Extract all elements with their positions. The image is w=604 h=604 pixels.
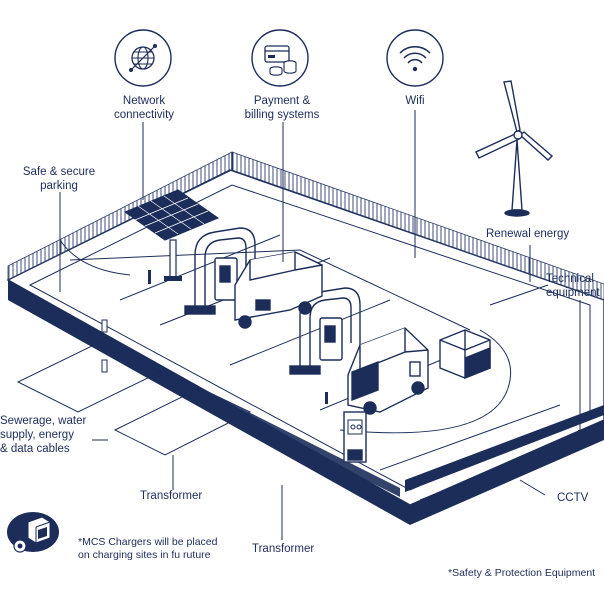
label-cctv: CCTV bbox=[557, 492, 589, 504]
solar-panel bbox=[123, 189, 220, 281]
charger-station-2 bbox=[289, 287, 361, 375]
payment-card-coins-icon bbox=[251, 29, 309, 87]
wind-turbine bbox=[475, 80, 554, 217]
label-sewerage-cables: Sewerage, water supply, energy & data ca… bbox=[0, 415, 87, 455]
label-safety-equipment: *Safety & Protection Equipment bbox=[448, 567, 596, 579]
label-wifi: Wifi bbox=[405, 95, 425, 107]
perimeter-fence bbox=[7, 151, 604, 301]
electric-truck-2 bbox=[347, 327, 429, 415]
label-network-connectivity: Network connectivity bbox=[113, 95, 175, 121]
charger-station-1 bbox=[184, 227, 256, 315]
payment-kiosk bbox=[343, 411, 367, 463]
label-payment-billing: Payment & billing systems bbox=[244, 95, 320, 121]
bollards bbox=[148, 270, 582, 440]
wifi-icon bbox=[386, 29, 444, 87]
technical-equipment-box bbox=[439, 329, 491, 380]
label-safe-parking: Safe & secure parking bbox=[22, 166, 96, 192]
label-technical-equipment: Technical equipment bbox=[546, 273, 600, 299]
globe-network-icon bbox=[114, 29, 172, 87]
label-transformer-1: Transformer bbox=[140, 490, 203, 502]
leader-lines bbox=[59, 110, 581, 540]
mcs-charger-plug-icon bbox=[7, 512, 59, 553]
label-renewable-energy: Renewal energy bbox=[486, 228, 570, 240]
cable-trench bbox=[16, 300, 403, 506]
label-mcs-note: *MCS Chargers will be placed on charging… bbox=[78, 536, 218, 561]
electric-truck-1 bbox=[234, 251, 323, 329]
utility-duct bbox=[379, 404, 604, 501]
label-transformer-2: Transformer bbox=[252, 543, 315, 555]
